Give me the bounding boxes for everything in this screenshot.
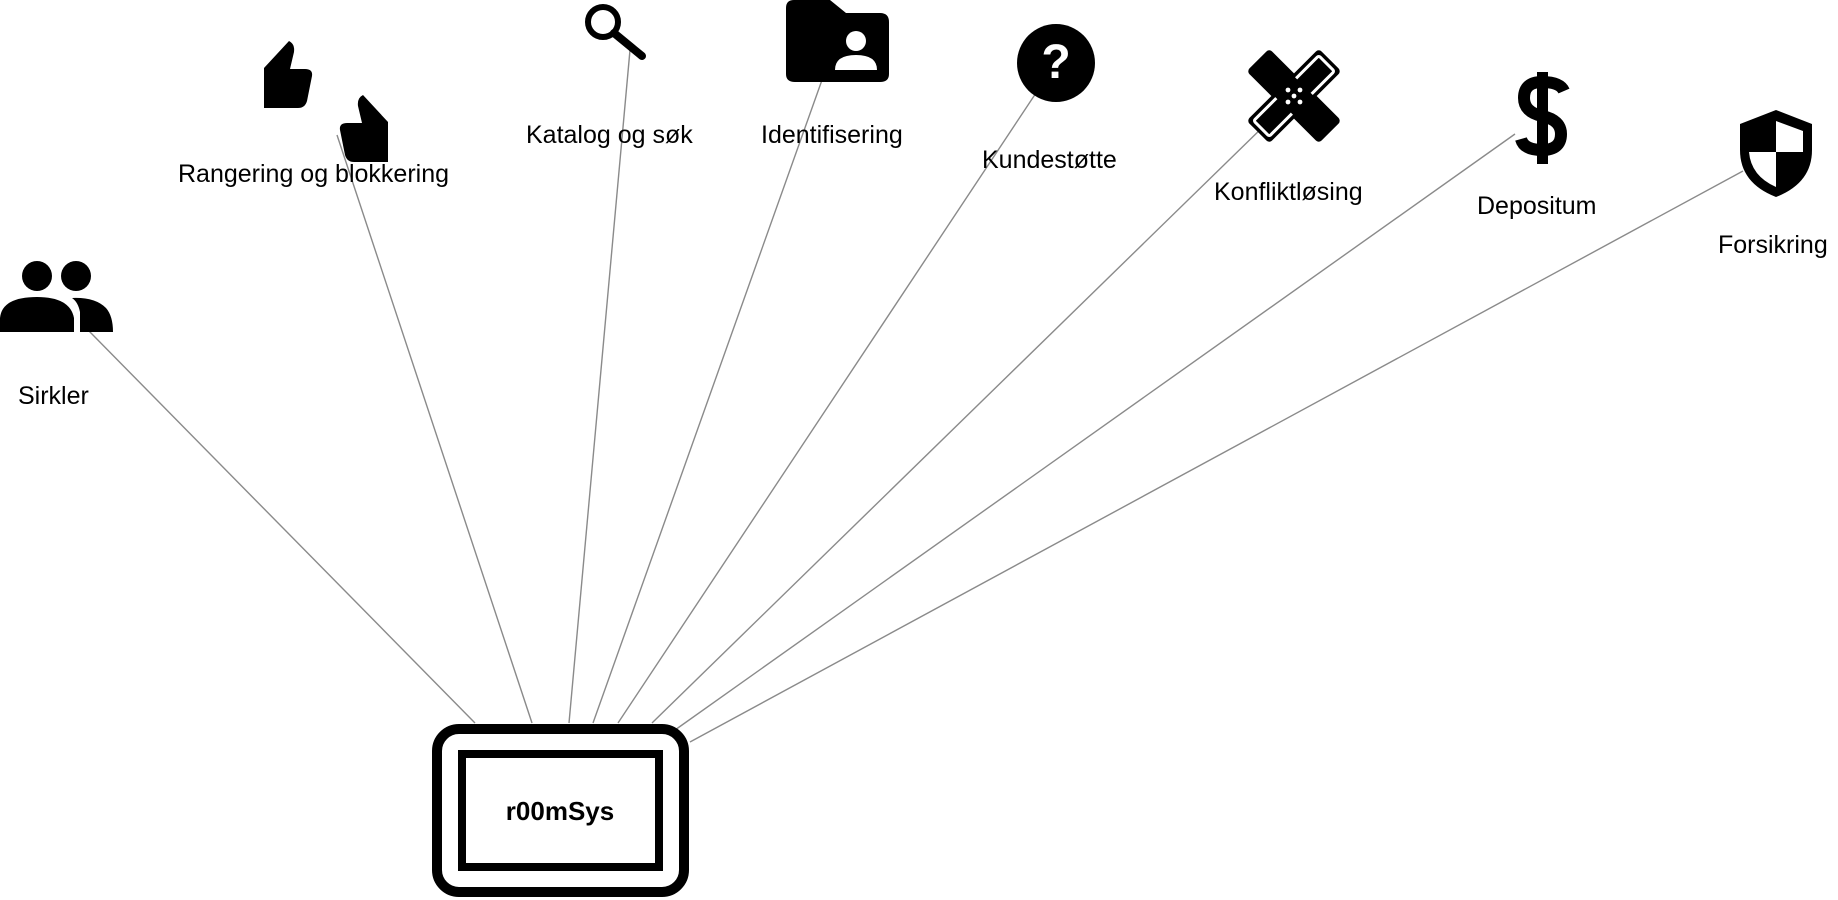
people-icon [0, 261, 113, 332]
node-rangering[interactable]: Rangering og blokkering [178, 41, 449, 188]
node-forsikring[interactable]: Forsikring [1718, 110, 1828, 259]
thumbs-up-down-icon [264, 41, 388, 162]
center-node-label: r00mSys [506, 796, 614, 826]
node-label-rangering: Rangering og blokkering [178, 160, 449, 188]
bandage-icon [1248, 50, 1340, 142]
edge-kundestotte [617, 92, 1037, 724]
edge-identifisering [592, 79, 823, 724]
node-katalog[interactable]: Katalog og søk [526, 4, 693, 149]
search-icon [585, 4, 646, 60]
edge-katalog [568, 49, 631, 724]
svg-text:?: ? [1041, 36, 1070, 89]
node-label-depositum: Depositum [1477, 192, 1597, 220]
user-folder-icon [786, 0, 889, 82]
node-label-konfliktlosing: Konfliktløsing [1214, 178, 1363, 206]
node-identifisering[interactable]: Identifisering [761, 0, 903, 149]
center-node-inner-frame [458, 750, 663, 871]
node-konfliktlosing[interactable]: Konfliktløsing [1214, 49, 1363, 206]
shield-icon [1740, 110, 1812, 197]
edge-depositum [674, 133, 1516, 731]
node-label-forsikring: Forsikring [1718, 231, 1828, 259]
edge-forsikring [689, 170, 1744, 743]
node-label-identifisering: Identifisering [761, 121, 903, 149]
dollar-icon [1515, 72, 1570, 164]
edge-rangering [336, 134, 533, 724]
node-label-kundestotte: Kundestøtte [982, 146, 1117, 174]
edges [87, 49, 1744, 743]
help-circle-icon: ? [1017, 24, 1095, 102]
node-label-katalog: Katalog og søk [526, 121, 693, 149]
edge-sirkler [87, 329, 476, 724]
center-node[interactable]: r00mSys [432, 724, 689, 897]
node-label-sirkler: Sirkler [18, 382, 89, 410]
node-sirkler[interactable]: Sirkler [0, 261, 113, 410]
node-depositum[interactable]: Depositum [1477, 72, 1597, 220]
node-kundestotte[interactable]: ? Kundestøtte [982, 24, 1117, 174]
edge-konfliktlosing [651, 121, 1269, 724]
